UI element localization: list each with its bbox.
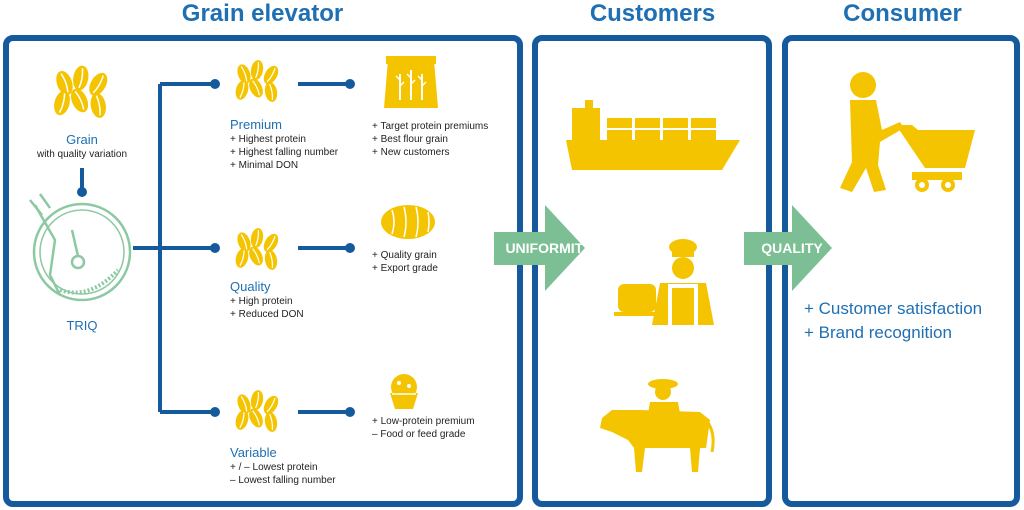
quality-benefit: + Export grade	[372, 263, 438, 274]
heading-customers: Customers	[589, 0, 716, 27]
consumer-benefit: + Customer satisfaction	[804, 299, 983, 318]
ship-icon	[566, 100, 740, 170]
muffin-icon	[390, 374, 418, 409]
quality-prop: + Reduced DON	[230, 309, 304, 320]
premium-label: Premium	[230, 117, 283, 132]
heading-consumer: Consumer	[843, 0, 962, 27]
uniformity-label: UNIFORMITY	[505, 240, 593, 256]
premium-benefit: + New customers	[372, 147, 450, 158]
quality-label: QUALITY	[761, 240, 823, 256]
flour-sack-icon	[384, 56, 438, 108]
quality-benefit: + Quality grain	[372, 250, 437, 261]
premium-prop: + Highest protein	[230, 134, 306, 145]
consumer-benefit: + Brand recognition	[804, 323, 952, 342]
grain-label: Grain	[66, 132, 98, 147]
quality-branch-label: Quality	[230, 279, 271, 294]
variable-prop: + / – Lowest protein	[230, 462, 318, 473]
premium-benefit: + Target protein premiums	[372, 121, 489, 132]
triq-label: TRIQ	[66, 318, 98, 333]
quality-arrow	[744, 205, 832, 291]
heading-grain-elevator: Grain elevator	[181, 0, 344, 27]
grain-note: with quality variation	[36, 149, 128, 160]
quality-grain-icon	[234, 227, 282, 271]
uniformity-arrow	[494, 205, 585, 291]
grain-icon	[52, 64, 111, 119]
farmer-cow-icon	[600, 379, 715, 472]
premium-prop: + Highest falling number	[230, 147, 339, 158]
quality-prop: + High protein	[230, 296, 293, 307]
panel-consumer	[782, 35, 1020, 507]
triq-machine-icon	[29, 193, 132, 302]
variable-prop: – Lowest falling number	[230, 475, 336, 486]
premium-grain-icon	[234, 59, 282, 103]
premium-prop: + Minimal DON	[230, 160, 299, 171]
baker-icon	[614, 239, 714, 325]
shopper-cart-icon	[840, 72, 975, 192]
variable-benefit: + Low-protein premium	[372, 416, 475, 427]
variable-benefit: – Food or feed grade	[372, 429, 466, 440]
bread-icon	[381, 205, 435, 239]
variable-grain-icon	[234, 389, 282, 433]
variable-label: Variable	[230, 445, 277, 460]
premium-benefit: + Best flour grain	[372, 134, 448, 145]
panel-grain-elevator	[3, 35, 523, 507]
